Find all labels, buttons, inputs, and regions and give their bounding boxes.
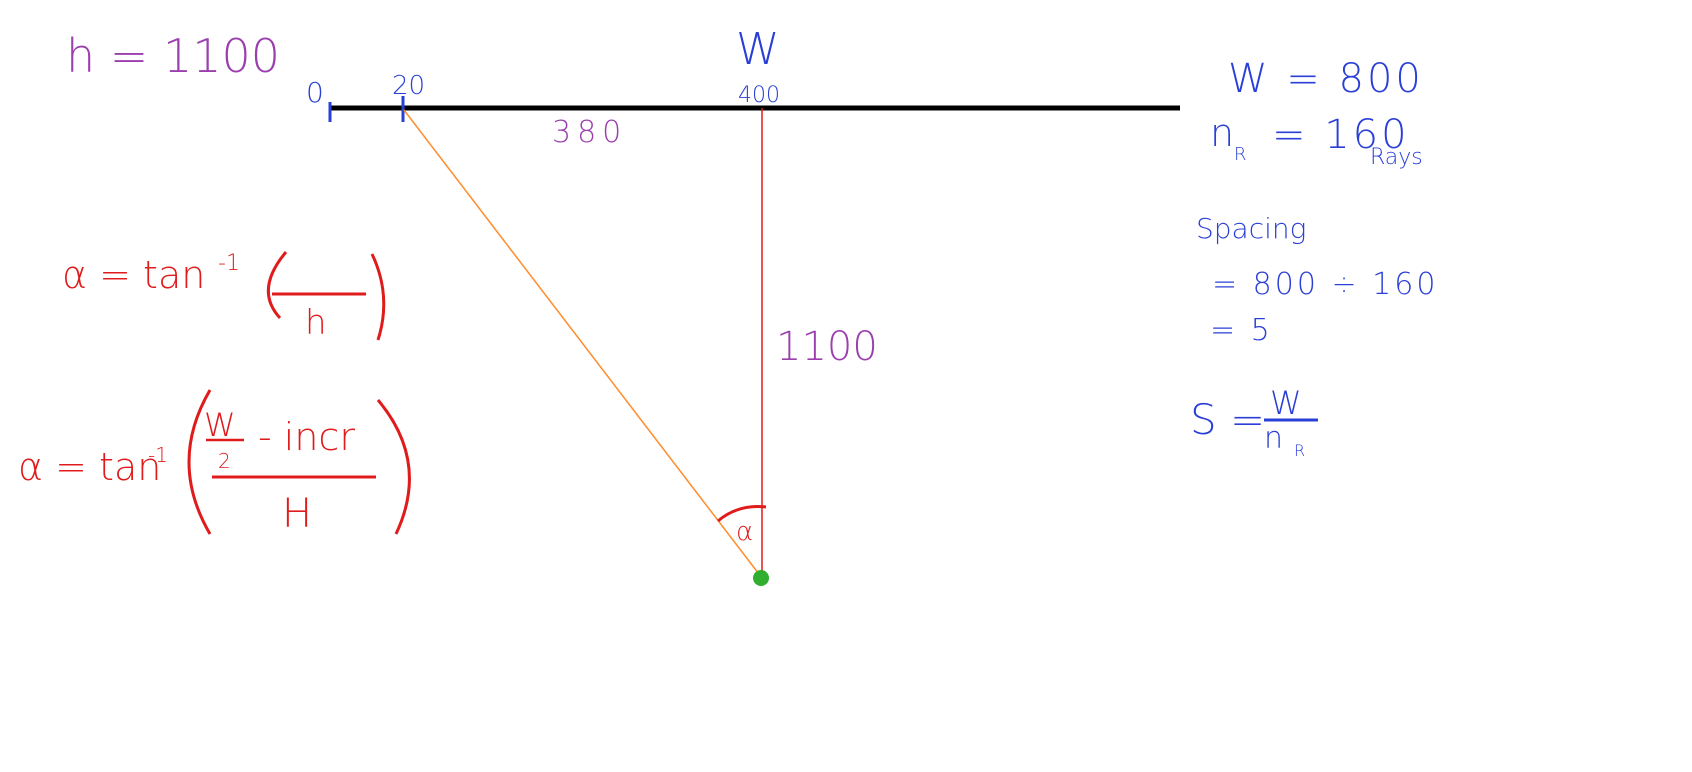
spacing-calculation: = 800 ÷ 160 — [1212, 267, 1438, 302]
nr-value: = 160 — [1272, 112, 1410, 158]
formula2-two: 2 — [218, 449, 231, 473]
formula-alpha-incremental: α = tan -1 W 2 - incr H — [18, 389, 411, 537]
spacing-result: = 5 — [1210, 313, 1273, 348]
angle-alpha-label: α — [736, 517, 753, 547]
formula2-exponent: -1 — [148, 443, 168, 467]
nr-label: n — [1210, 111, 1234, 155]
ray-line — [403, 109, 763, 579]
h-equals-label: h = 1100 — [66, 29, 280, 83]
formula1-right-paren — [370, 253, 386, 341]
formula2-minus-incr: - incr — [258, 415, 355, 459]
formula2-denominator: H — [282, 491, 312, 537]
s-formula-denominator: n — [1264, 421, 1283, 456]
formula2-w: W — [204, 406, 236, 444]
tick-0-label: 0 — [306, 76, 324, 109]
formula1-denominator: h — [305, 303, 327, 343]
formula1-lhs: α = tan — [62, 253, 205, 297]
formula1-left-paren — [266, 251, 288, 320]
formula2-right-paren — [376, 399, 411, 535]
formula1-exponent: -1 — [218, 251, 240, 276]
w-value-note: W = 800 — [1228, 56, 1424, 102]
formula2-lhs: α = tan — [18, 445, 161, 489]
nr-subscript: R — [1234, 144, 1247, 165]
s-formula-denominator-sub: R — [1294, 441, 1305, 460]
spacing-label: Spacing — [1196, 212, 1306, 245]
tick-400-label: 400 — [738, 83, 780, 108]
eye-point-dot — [753, 570, 769, 586]
formula-alpha-general: α = tan -1 h — [62, 251, 386, 343]
angle-arc — [717, 505, 767, 523]
formula2-left-paren — [187, 389, 212, 535]
tick-20-label: 20 — [392, 71, 425, 101]
segment-380-label: 380 — [552, 115, 627, 150]
right-notes: W = 800 n R = 160 Rays Spacing = 800 ÷ 1… — [1190, 56, 1438, 460]
w-header-label: W — [736, 24, 780, 75]
s-formula-numerator: W — [1270, 384, 1302, 422]
rays-label: Rays — [1370, 145, 1423, 170]
s-formula-lhs: S = — [1190, 395, 1265, 444]
height-1100-label: 1100 — [776, 324, 878, 370]
